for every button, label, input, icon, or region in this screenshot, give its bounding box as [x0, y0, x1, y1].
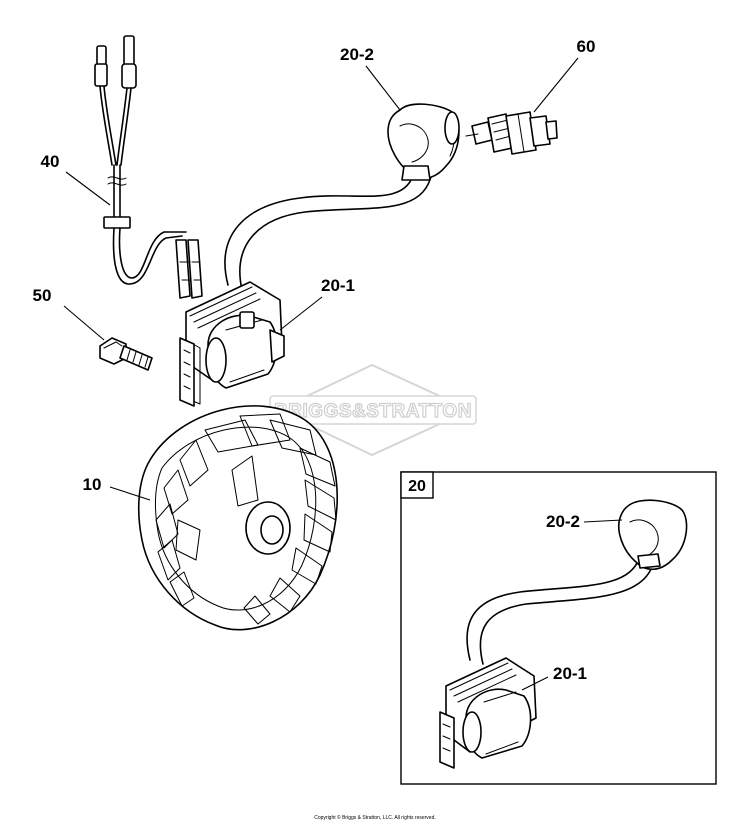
label-40: 40: [41, 152, 60, 171]
inset-title: 20: [408, 478, 426, 495]
leader-lines: [63, 57, 623, 691]
ignition-coil-20-1: [179, 281, 285, 407]
label-20-1: 20-1: [321, 276, 355, 295]
ignition-lead: [224, 169, 433, 291]
wire-harness-40: [94, 35, 203, 299]
screw-50: [99, 337, 153, 371]
inset-label-20-1: 20-1: [553, 664, 587, 683]
spark-plug-60: [465, 111, 558, 155]
inset-label-20-2: 20-2: [546, 512, 580, 531]
label-20-2: 20-2: [340, 45, 374, 64]
spark-plug-boot-20-2: [387, 103, 460, 181]
briggs-stratton-watermark: BRIGGS&STRATTON: [269, 363, 477, 457]
watermark-text: BRIGGS&STRATTON: [274, 401, 472, 422]
label-50: 50: [33, 286, 52, 305]
flywheel-10: [137, 405, 338, 631]
label-10: 10: [83, 475, 102, 494]
label-60: 60: [577, 37, 596, 56]
inset-box-20: 20: [400, 471, 717, 785]
copyright-notice: Copyright © Briggs & Stratton, LLC. All …: [314, 814, 436, 821]
